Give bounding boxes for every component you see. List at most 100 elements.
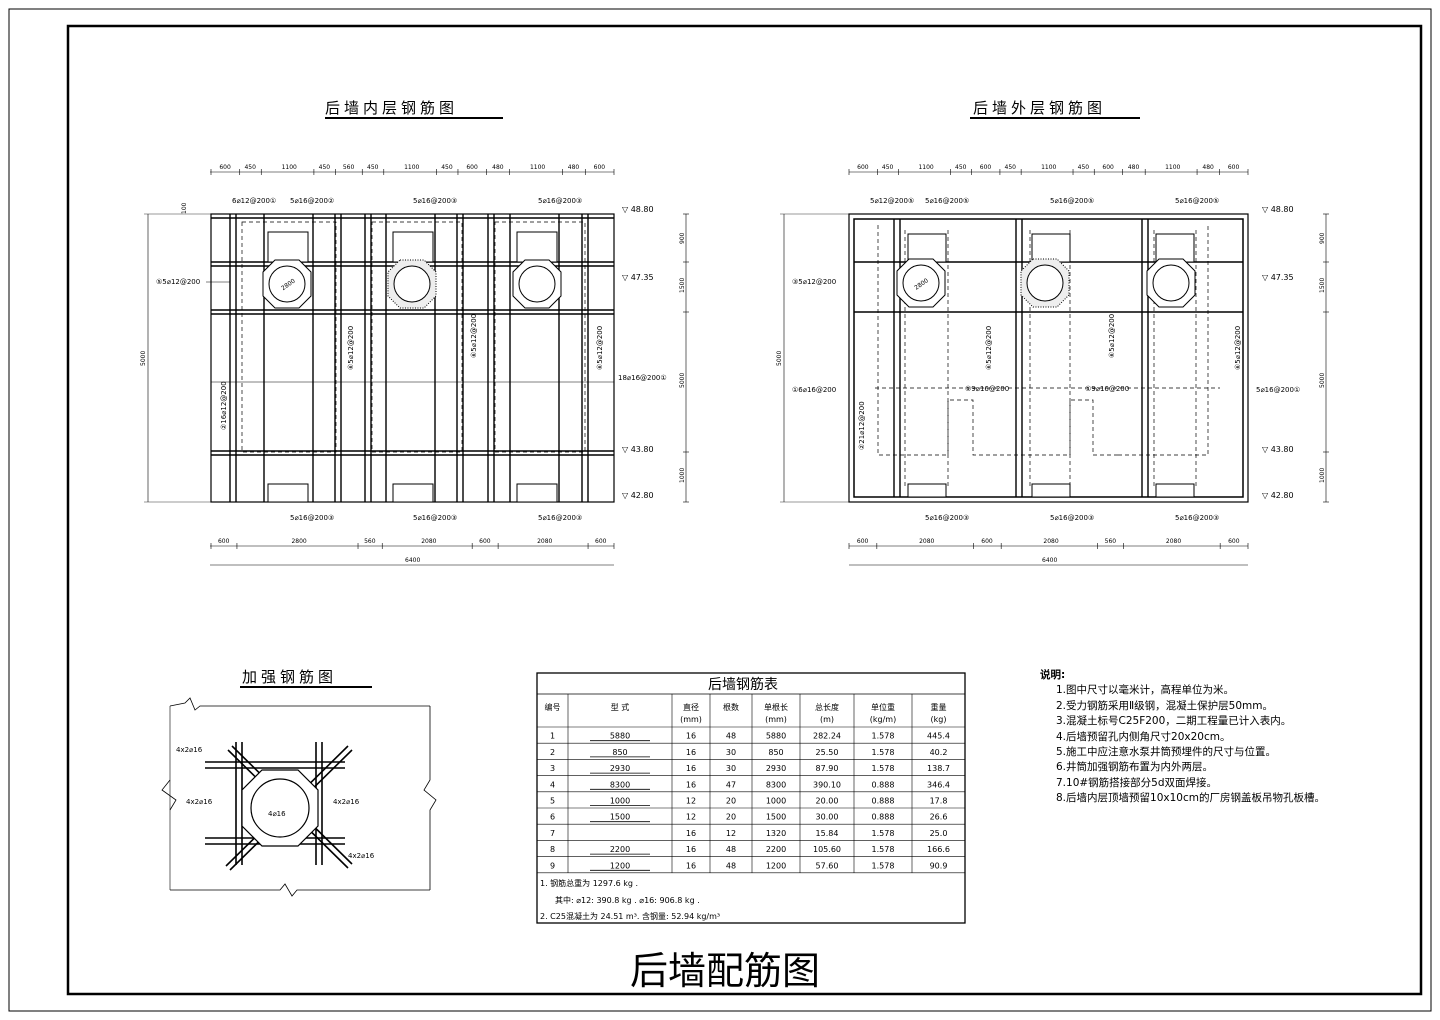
table-cell: 1.578 [872,732,895,741]
outer-bot-dim-value: 600 [857,538,869,545]
outer-top-dim-value: 1100 [1041,164,1056,171]
inner-label-v2: ⑥5⌀12@200 [470,314,478,358]
inner-label-top4: 5⌀16@200③ [538,197,582,205]
table-cell: 2 [550,748,555,757]
reinforce-title: 加强钢筋图 [242,668,337,686]
outer-top-dim-value: 450 [1005,164,1017,171]
outer-dim-value: 1000 [1319,468,1326,483]
note-item: 5.施工中应注意水泵井筒预埋件的尺寸与位置。 [1056,746,1277,759]
note-item: 8.后墙内层顶墙预留10x10cm的厂房钢盖板吊物孔板槽。 [1056,792,1325,805]
inner-top-dim-value: 1100 [404,164,419,171]
table-cell: 4 [550,780,555,789]
table-cell: 1500 [766,813,786,822]
outer-top-dim-value: 600 [1228,164,1240,171]
table-unit: (m) [820,715,834,724]
table-cell: 30 [726,764,736,773]
inner-top-dim-value: 1100 [530,164,545,171]
notes-block: 说明: 1.图中尺寸以毫米计，高程单位为米。2.受力钢筋采用Ⅱ级钢，混凝土保护层… [1040,668,1400,807]
table-cell: 16 [686,748,696,757]
table-cell: 0.888 [872,797,895,806]
outer-dim-value: 5000 [1319,373,1326,388]
inner-top-dim-value: 600 [219,164,231,171]
table-unit: (kg) [931,715,947,724]
inner-top-dim-value: 600 [594,164,606,171]
inner-height-dim: 5000 [140,351,147,366]
outer-top-dim-value: 450 [1078,164,1090,171]
outer-top-dim-value: 1100 [918,164,933,171]
table-cell: 26.6 [930,813,948,822]
table-cell: 87.90 [816,764,839,773]
outer-right-elevations: ▽ 48.80▽ 47.35▽ 43.80▽ 42.80900150050001… [1262,205,1329,503]
outer-label-bot1: 5⌀16@200③ [925,514,969,522]
outer-label-left2: ①6⌀16@200 [792,386,836,394]
table-cell: 40.2 [930,748,948,757]
table-header: 型 式 [611,702,630,712]
table-cell: 390.10 [813,780,841,789]
table-footer3: 2. C25混凝土为 24.51 m³. 含钢量: 52.94 kg/m³ [540,911,720,921]
outer-elevation: ▽ 48.80 [1262,205,1294,214]
table-cell: 5880 [766,732,786,741]
inner-top-dim-value: 480 [492,164,504,171]
table-title: 后墙钢筋表 [708,676,778,693]
inner-label-mid: ②16⌀12@200 [220,381,228,430]
table-cell: 20 [726,797,736,806]
outer-frame [8,8,1432,1012]
table-cell: 0.888 [872,780,895,789]
table-cell: 47 [726,780,736,789]
outer-label-top1: 5⌀12@200⑤ [870,197,914,205]
inner-frame [66,24,1423,996]
inner-elevation: ▽ 47.35 [622,273,654,282]
outer-top-dim-value: 480 [1128,164,1140,171]
inner-label-v3: ⑥5⌀12@200 [596,326,604,370]
outer-dim-value: 1500 [1319,278,1326,293]
table-header: 根数 [723,702,739,712]
outer-bot-dim-value: 2080 [1043,538,1058,545]
inner-top-dim-value: 450 [244,164,256,171]
outer-label-left: ③5⌀12@200 [792,278,836,286]
outer-label-v1: ⑥5⌀12@200 [985,326,993,370]
table-header: 单根长 [764,702,788,712]
inner-bot-dim-value: 2800 [291,538,306,545]
table-cell: 16 [686,732,696,741]
note-item: 7.10#钢筋搭接部分5d双面焊接。 [1056,776,1218,789]
table-cell: 850 [612,748,627,757]
table-footer1: 1. 钢筋总重为 1297.6 kg . [540,878,638,888]
table-cell: 2200 [766,845,786,854]
inner-top-dim-value: 450 [319,164,331,171]
table-cell: 57.60 [816,861,839,870]
reinforce-l1: 4x2⌀16 [176,746,203,754]
note-item: 6.井筒加强钢筋布置为内外两层。 [1056,761,1214,774]
inner-label-left: ⑤5⌀12@200 [156,278,200,286]
inner-elevation: ▽ 48.80 [622,205,654,214]
table-cell: 445.4 [927,732,950,741]
outer-label-h1: ①9⌀16@200 [965,385,1009,393]
outer-top-dim-value: 1100 [1165,164,1180,171]
outer-label-right: 5⌀16@200① [1256,386,1300,394]
table-cell: 0.888 [872,813,895,822]
table-cell: 1320 [766,829,786,838]
inner-label-top3: 5⌀16@200③ [413,197,457,205]
outer-bot-dim-value: 2080 [1166,538,1181,545]
inner-elevation: ▽ 42.80 [622,491,654,500]
inner-label-bot1: 5⌀16@200③ [290,514,334,522]
table-cell: 1 [550,732,555,741]
table-cell: 15.84 [816,829,839,838]
table-cell: 850 [768,748,783,757]
inner-dim-value: 1000 [679,468,686,483]
reinforce-l3: 4x2⌀16 [333,798,360,806]
table-grid: 编号型 式直径(mm)根数单根长(mm)总长度(m)单位重(kg/m)重量(kg… [537,694,965,874]
outer-top-dim-value: 600 [857,164,869,171]
outer-elevation: ▽ 47.35 [1262,273,1294,282]
inner-label-bot2: 5⌀16@200③ [413,514,457,522]
table-cell: 25.50 [816,748,839,757]
table-cell: 90.9 [930,861,948,870]
note-item: 4.后墙预留孔内侧角尺寸20x20cm。 [1056,730,1231,743]
inner-top-dim-value: 450 [367,164,379,171]
outer-label-v3: ⑥5⌀12@200 [1234,326,1242,370]
inner-top-dim-value: 560 [343,164,355,171]
